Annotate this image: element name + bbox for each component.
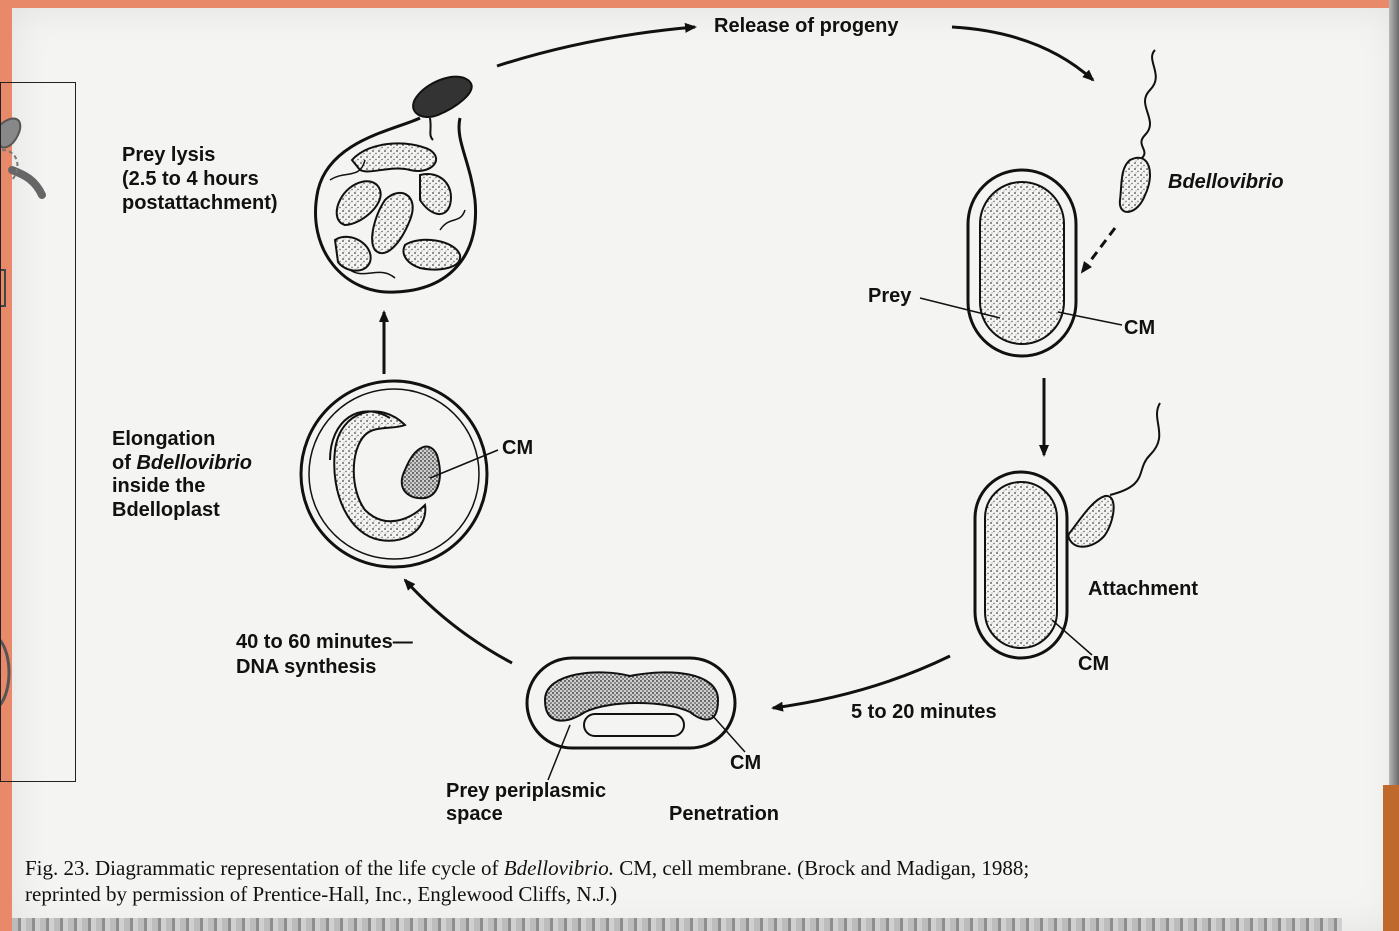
label-dna-synthesis: DNA synthesis — [236, 655, 376, 679]
arrow-release-right — [952, 27, 1093, 80]
lysis-cell — [316, 77, 476, 292]
label-inside-the: inside the — [112, 474, 205, 498]
label-prey-lysis: Prey lysis — [122, 143, 215, 167]
prey-cell — [968, 170, 1076, 356]
dashed-approach-arrow — [1082, 228, 1115, 272]
arrow-release-left — [497, 27, 695, 66]
label-prey: Prey — [868, 284, 911, 308]
label-postattachment: postattachment) — [122, 191, 278, 215]
scan-bottom-strip — [12, 918, 1342, 931]
label-prey-periplasmic: Prey periplasmic — [446, 779, 606, 803]
label-space: space — [446, 802, 503, 826]
label-cm-attach: CM — [1078, 652, 1109, 676]
arrow-dna-synthesis — [405, 580, 512, 663]
label-cm-elong: CM — [502, 436, 533, 460]
label-cm-prey: CM — [1124, 316, 1155, 340]
figure-caption: Fig. 23. Diagrammatic representation of … — [25, 855, 1365, 907]
free-bdellovibrio — [1120, 50, 1156, 212]
label-bdellovibrio: Bdellovibrio — [1168, 170, 1284, 194]
overlay-side-panel — [0, 82, 76, 782]
penetration-cell — [527, 658, 735, 748]
label-penetration: Penetration — [669, 802, 779, 826]
label-of-bdellovibrio: of Bdellovibrio — [112, 451, 252, 475]
attachment-cell — [975, 403, 1160, 658]
label-40-60-minutes: 40 to 60 minutes— — [236, 630, 413, 654]
label-release: Release of progeny — [714, 14, 899, 38]
bdelloplast-cell — [301, 381, 487, 567]
label-bdelloplast: Bdelloplast — [112, 498, 220, 522]
label-5-20-minutes: 5 to 20 minutes — [851, 700, 997, 724]
label-attachment: Attachment — [1088, 577, 1198, 601]
label-elongation: Elongation — [112, 427, 215, 451]
label-lysis-time: (2.5 to 4 hours — [122, 167, 259, 191]
label-cm-penetration: CM — [730, 751, 761, 775]
